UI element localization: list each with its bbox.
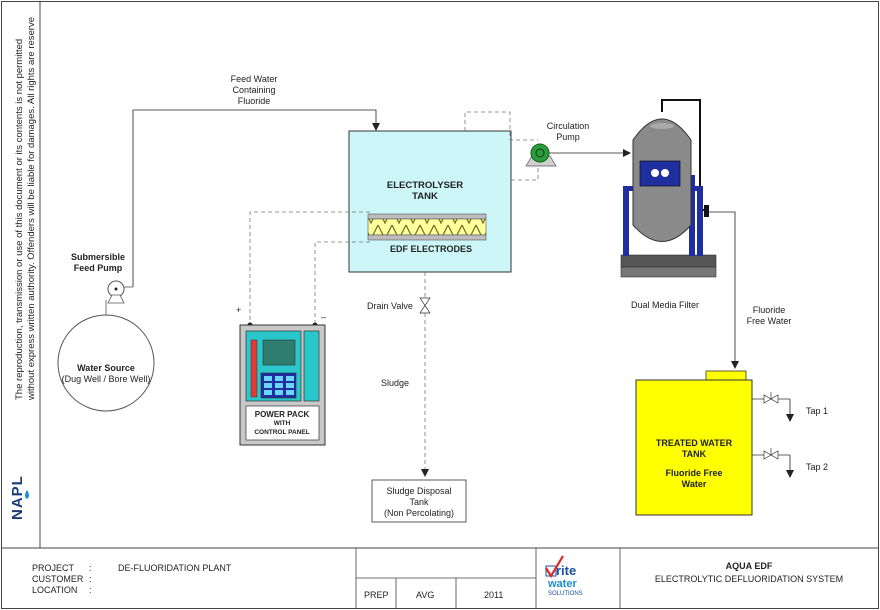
circulation-pump (525, 143, 557, 167)
tap-1-valve (752, 392, 794, 422)
water-source-label: Water Source (Dug Well / Bore Well) (61, 363, 151, 384)
feed-water-pipe (132, 109, 380, 287)
avg-label: AVG (416, 590, 435, 600)
location-colon: : (89, 585, 92, 595)
circulation-pump-label: Circulation Pump (546, 121, 590, 142)
submersible-pump-label: Submersible Feed Pump (70, 252, 126, 273)
napl-logo-drop (25, 490, 29, 499)
power-pack-label: POWER PACK WITH CONTROL PANEL (254, 410, 310, 436)
tap-2-label: Tap 2 (806, 462, 829, 472)
customer-colon: : (89, 574, 92, 584)
tap-1-label: Tap 1 (806, 406, 829, 416)
customer-label: CUSTOMER (32, 574, 84, 584)
feed-water-label: Feed Water Containing Fluoride (230, 74, 278, 106)
tap-2-valve (752, 448, 794, 478)
project-label: PROJECT (32, 563, 75, 573)
electrolyser-tank (348, 130, 512, 273)
napl-logo-text: NAPL (9, 475, 26, 520)
positive-label: + (236, 305, 242, 315)
notice-line-2: without express written authority. Offen… (26, 17, 37, 400)
recirculation-return-line (511, 164, 539, 181)
prep-label: PREP (364, 590, 389, 600)
filtered-water-pipe (708, 211, 739, 369)
electrolyser-tank-label: ELECTROLYSER TANK (386, 180, 464, 202)
copyright-notice: The reproduction, transmission or use of… (14, 0, 38, 400)
sludge-disposal-tank-label: Sludge Disposal Tank (Non Percolating) (383, 486, 455, 518)
dual-media-filter (620, 99, 717, 278)
project-colon: : (89, 563, 92, 573)
rite-logo-text: rite (556, 563, 577, 578)
rite-water-logo (545, 555, 564, 579)
drain-valve-label: Drain Valve (367, 301, 413, 311)
edf-electrodes (367, 213, 487, 241)
system-description: ELECTROLYTIC DEFLUORIDATION SYSTEM (654, 574, 844, 584)
positive-cable (249, 211, 370, 322)
treated-water-tank (635, 379, 753, 516)
recirculation-line (464, 111, 538, 141)
dual-media-filter-label: Dual Media Filter (630, 300, 700, 310)
sludge-label: Sludge (381, 378, 410, 388)
treated-water-tank-cap (705, 370, 747, 381)
water-logo-text: water (548, 578, 577, 590)
power-pack-panel (239, 324, 326, 446)
notice-line-1: The reproduction, transmission or use of… (14, 38, 25, 400)
location-label: LOCATION (32, 585, 78, 595)
year-label: 2011 (484, 590, 504, 600)
solutions-logo-text: SOLUTIONS (548, 591, 583, 597)
treated-water-tank-label: TREATED WATER TANK Fluoride Free Water (655, 438, 733, 489)
sludge-disposal-tank (371, 479, 467, 523)
submersible-pump (107, 280, 133, 304)
negative-label: – (321, 312, 327, 322)
drain-valve (419, 297, 431, 314)
negative-cable (314, 241, 370, 322)
edf-electrodes-label: EDF ELECTRODES (389, 244, 473, 254)
fluoride-free-water-label: Fluoride Free Water (746, 305, 792, 326)
system-name: AQUA EDF (725, 561, 773, 571)
project-value: DE-FLUORIDATION PLANT (118, 563, 232, 573)
